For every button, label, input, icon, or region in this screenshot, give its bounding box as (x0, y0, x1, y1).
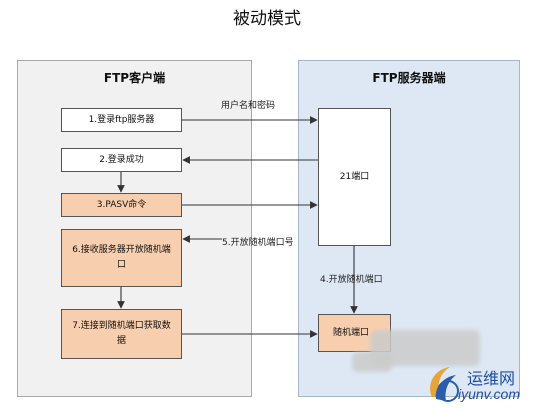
ftp-client-title: FTP客户端 (103, 71, 166, 85)
step-login-success-box: 2.登录成功 (61, 148, 182, 172)
blurred-overlay-small (352, 352, 392, 372)
watermark-logo-icon (430, 367, 459, 402)
label-open-random-port-number: 5.开放随机端口号 (222, 238, 294, 248)
ftp-server-title: FTP服务器端 (372, 71, 446, 85)
diagram-title: 被动模式 (233, 9, 301, 29)
step-receive-random-port-box: 6.接收服务器开放随机端口 (61, 229, 182, 287)
label-username-password: 用户名和密码 (221, 101, 276, 111)
label-open-random-port: 4.开放随机端口 (320, 275, 383, 285)
watermark-url: iyunv.com (458, 386, 520, 402)
step-pasv-command-box: 3.PASV命令 (61, 193, 182, 217)
step-connect-random-port-box: 7.连接到随机端口获取数据 (61, 309, 182, 359)
port-21-box: 21端口 (318, 108, 391, 246)
step-login-box: 1.登录ftp服务器 (61, 108, 182, 132)
watermark-name: 运维网 (467, 369, 516, 388)
